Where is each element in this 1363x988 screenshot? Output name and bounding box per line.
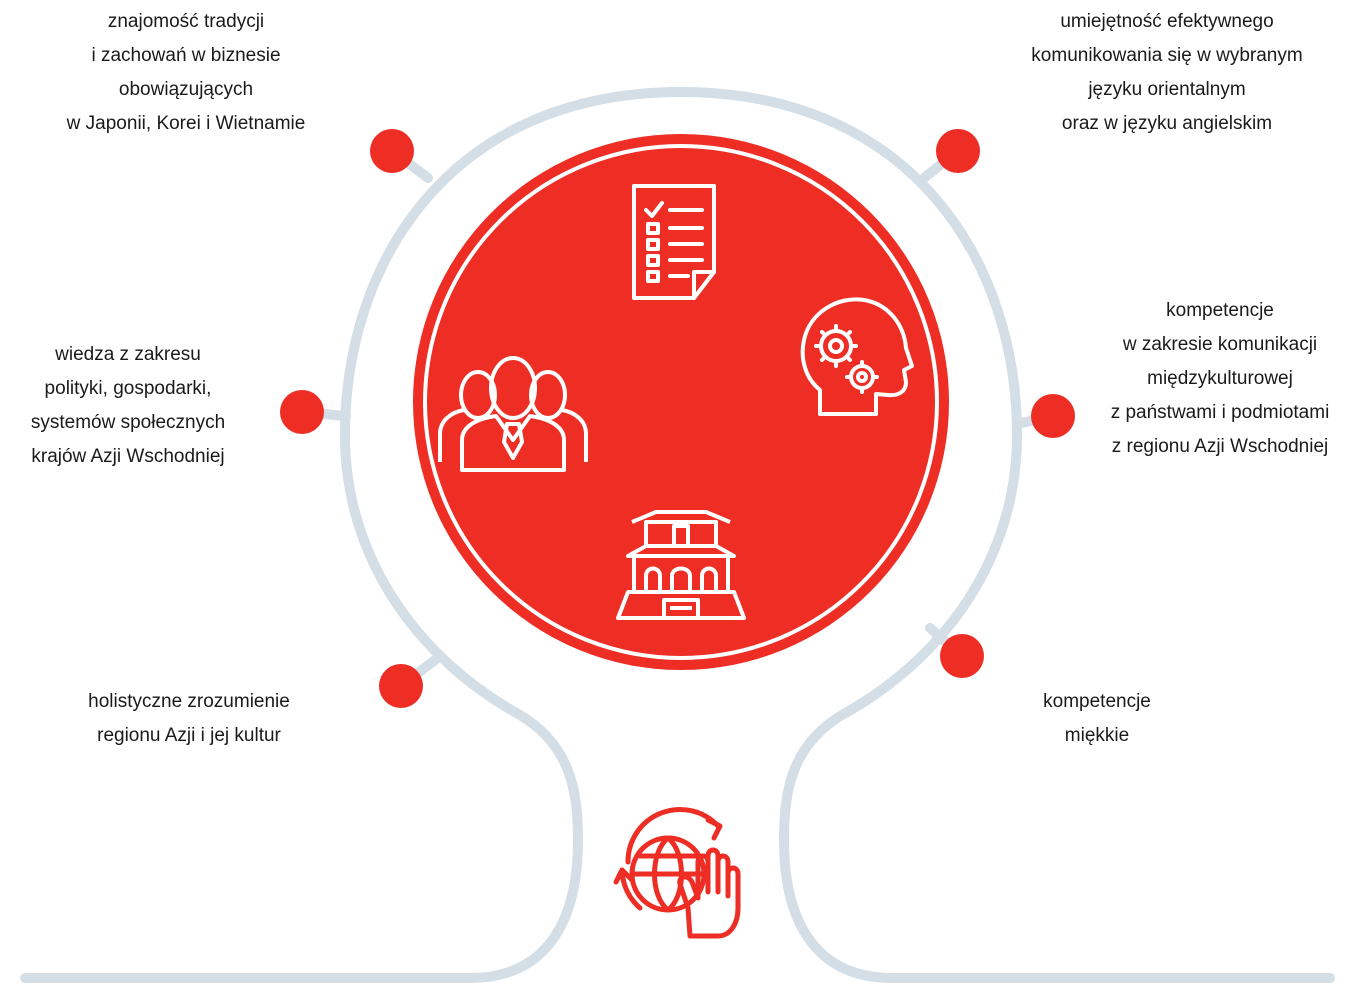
label-middle-right: kompetencje w zakresie komunikacji międz… [1111, 294, 1330, 464]
label-bottom-left: holistyczne zrozumienie regionu Azji i j… [88, 685, 290, 753]
label-line: kompetencje [1043, 691, 1151, 712]
label-bottom-right: kompetencje miękkie [1043, 685, 1151, 753]
checklist-document-icon [632, 184, 716, 300]
label-line: i zachowań w biznesie [91, 45, 281, 66]
label-line: języku orientalnym [1088, 79, 1246, 100]
label-line: kompetencje [1166, 300, 1274, 321]
label-line: regionu Azji i jej kultur [97, 725, 281, 746]
bullet-mid-left [280, 390, 324, 434]
label-line: wiedza z zakresu [55, 344, 201, 365]
label-line: oraz w języku angielskim [1061, 113, 1273, 134]
bullet-bottom-right [940, 634, 984, 678]
label-line: komunikowania się w wybranym [1031, 45, 1303, 66]
label-line: umiejętność efektywnego [1060, 11, 1274, 32]
center-circle-ring [423, 144, 939, 660]
bullet-top-right [936, 129, 980, 173]
label-line: w Japonii, Korei i Wietnamie [66, 113, 306, 134]
label-line: holistyczne zrozumienie [88, 691, 290, 712]
center-circle [413, 134, 949, 670]
label-line: krajów Azji Wschodniej [31, 446, 225, 467]
label-line: miękkie [1064, 725, 1130, 746]
head-outline-right [676, 87, 1335, 983]
bullet-top-left [370, 129, 414, 173]
label-middle-left: wiedza z zakresu polityki, gospodarki, s… [31, 338, 225, 474]
label-top-left: znajomość tradycji i zachowań w biznesie… [67, 5, 306, 141]
label-line: obowiązujących [118, 79, 254, 100]
globe-hand-icon [613, 807, 741, 939]
label-line: międzykulturowej [1147, 368, 1293, 389]
business-people-icon [438, 356, 588, 472]
label-line: polityki, gospodarki, [44, 378, 212, 399]
head-outline-left [20, 87, 686, 983]
label-line: systemów społecznych [30, 412, 226, 433]
label-line: w zakresie komunikacji [1122, 334, 1318, 355]
bullet-bottom-left [379, 664, 423, 708]
label-line: z regionu Azji Wschodniej [1111, 436, 1329, 457]
label-line: z państwami i podmiotami [1110, 402, 1330, 423]
head-gears-icon [800, 297, 914, 416]
bullet-mid-right [1031, 394, 1075, 438]
asian-temple-icon [616, 510, 746, 620]
label-top-right: umiejętność efektywnego komunikowania si… [1031, 5, 1302, 141]
label-line: znajomość tradycji [107, 11, 265, 32]
